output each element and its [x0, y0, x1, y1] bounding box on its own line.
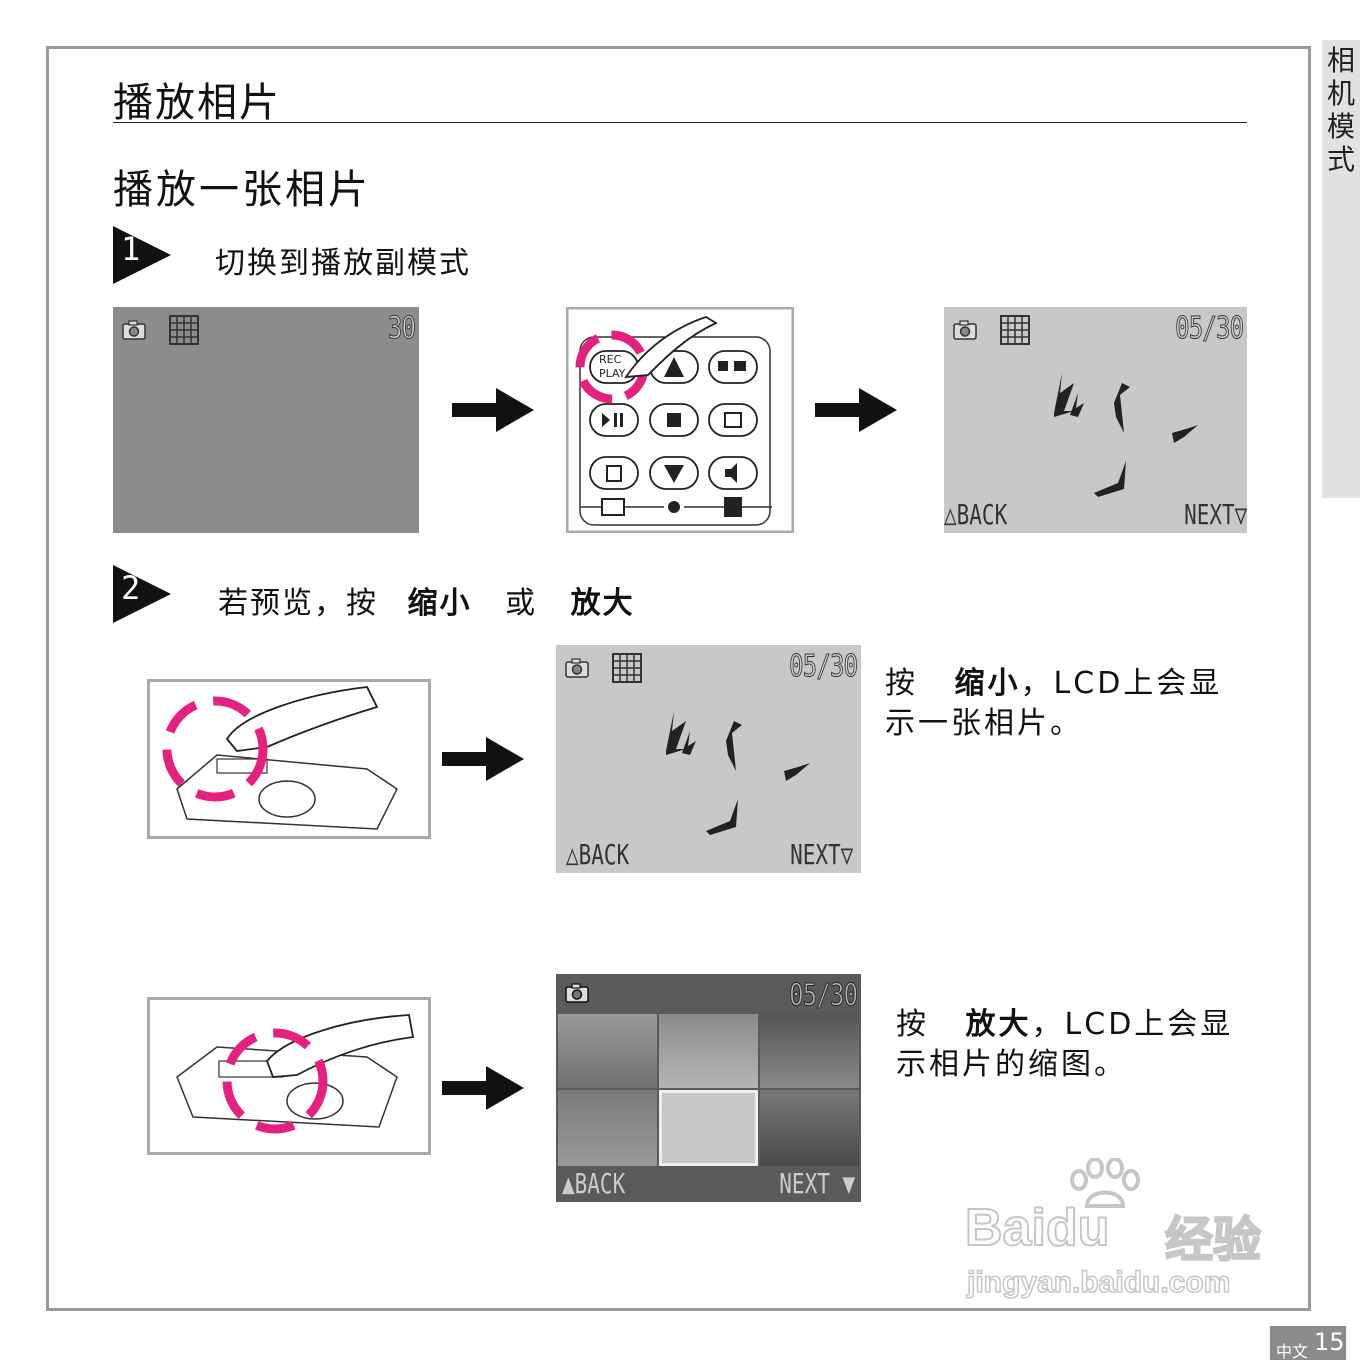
next-label: NEXT ▼: [779, 1167, 855, 1200]
desc-zoom-in-key: 放大: [965, 1007, 1032, 1042]
zoom-out-key: 缩小: [407, 586, 472, 621]
lcd-thumbnail-view: 05/30 ▲BACK NEXT ▼: [556, 974, 861, 1202]
thumbnail-hare[interactable]: [558, 1014, 657, 1088]
arrow-right-icon: [442, 737, 524, 781]
desc-zoom-out-key: 缩小: [954, 666, 1021, 701]
arrow-right-icon: [442, 1066, 524, 1110]
step-2-number: 2: [121, 569, 141, 607]
shots-remaining: 30: [387, 311, 416, 347]
next-label: NEXT▽: [1183, 498, 1247, 531]
thumbnail-horses[interactable]: [760, 1014, 859, 1088]
grid-icon: [1000, 315, 1030, 345]
camera-icon: [122, 320, 146, 340]
lcd-single-photo-zoom-out: 05/30 △BACK NEXT▽: [556, 645, 861, 873]
back-label: △BACK: [566, 838, 630, 871]
step-2-text: 若预览，按 缩小 或 放大: [218, 578, 635, 622]
page-title: 播放相片: [113, 80, 281, 126]
paw-icon: [1070, 1158, 1140, 1208]
page-frame: [46, 46, 1311, 1311]
lcd-blank-screen: 30: [113, 307, 419, 533]
lcd-single-photo: 05/30 △BACK NEXT▽: [944, 307, 1247, 533]
side-tab-label: 相机模式: [1326, 44, 1355, 176]
camera-icon: [953, 320, 977, 340]
back-label: △BACK: [944, 498, 1008, 531]
thumbnail-kingfisher[interactable]: [760, 1090, 859, 1166]
camera-icon: [565, 983, 589, 1003]
title-divider: [113, 122, 1247, 123]
section-title: 播放一张相片: [113, 167, 371, 213]
desc-zoom-out-prefix: 按: [885, 666, 918, 701]
step-1-marker: 1: [113, 226, 171, 284]
zoom-out-press-illustration: [147, 679, 431, 839]
page-number: 15: [1314, 1328, 1345, 1356]
footer-language: 中文: [1276, 1342, 1309, 1361]
watermark-url: jingyan.baidu.com: [966, 1265, 1231, 1300]
grid-icon: [169, 315, 199, 345]
birds-photo: [666, 711, 810, 835]
photo-counter: 05/30: [788, 649, 858, 685]
or-text: 或: [505, 586, 538, 621]
thumbnail-bird[interactable]: [558, 1090, 657, 1166]
zoom-in-description: 按 放大，LCD上会显示相片的缩图。: [896, 1005, 1256, 1085]
thumbnail-birds-selected[interactable]: [659, 1090, 758, 1166]
step-1-number: 1: [121, 230, 141, 268]
rec-label: REC: [599, 353, 622, 366]
watermark-suffix: 经验: [1164, 1211, 1262, 1269]
desc-zoom-in-rest: ，LCD上会显示相片的缩图。: [896, 1007, 1234, 1082]
zoom-in-key: 放大: [570, 586, 635, 621]
birds-photo: [1054, 373, 1198, 497]
arrow-right-icon: [452, 388, 534, 432]
watermark-brand: Baidu: [964, 1198, 1110, 1258]
photo-counter: 05/30: [788, 978, 858, 1014]
side-tab: [1322, 40, 1360, 498]
zoom-in-press-illustration: [147, 997, 431, 1155]
grid-icon: [612, 653, 642, 683]
step-1-text: 切换到播放副模式: [215, 246, 471, 281]
next-label: NEXT▽: [789, 838, 853, 871]
back-label: ▲BACK: [562, 1167, 626, 1200]
photo-counter: 05/30: [1174, 311, 1244, 347]
step-2-marker: 2: [113, 565, 171, 623]
step-2-prefix: 若预览，按: [218, 586, 378, 621]
play-label: PLAY: [599, 367, 626, 380]
desc-zoom-out-rest: ，LCD上会显示一张相片。: [885, 666, 1223, 741]
baidu-watermark: Baidu 经验 jingyan.baidu.com: [964, 1158, 1285, 1308]
desc-zoom-in-prefix: 按: [896, 1007, 929, 1042]
thumbnail-grid: [558, 1014, 859, 1166]
arrow-right-icon: [815, 388, 897, 432]
remote-control: REC PLAY: [565, 306, 795, 534]
thumbnail-deer[interactable]: [659, 1014, 758, 1088]
page-number-tag: 中文 15: [1270, 1326, 1346, 1361]
camera-icon: [565, 658, 589, 678]
zoom-out-description: 按 缩小，LCD上会显示一张相片。: [885, 664, 1245, 744]
